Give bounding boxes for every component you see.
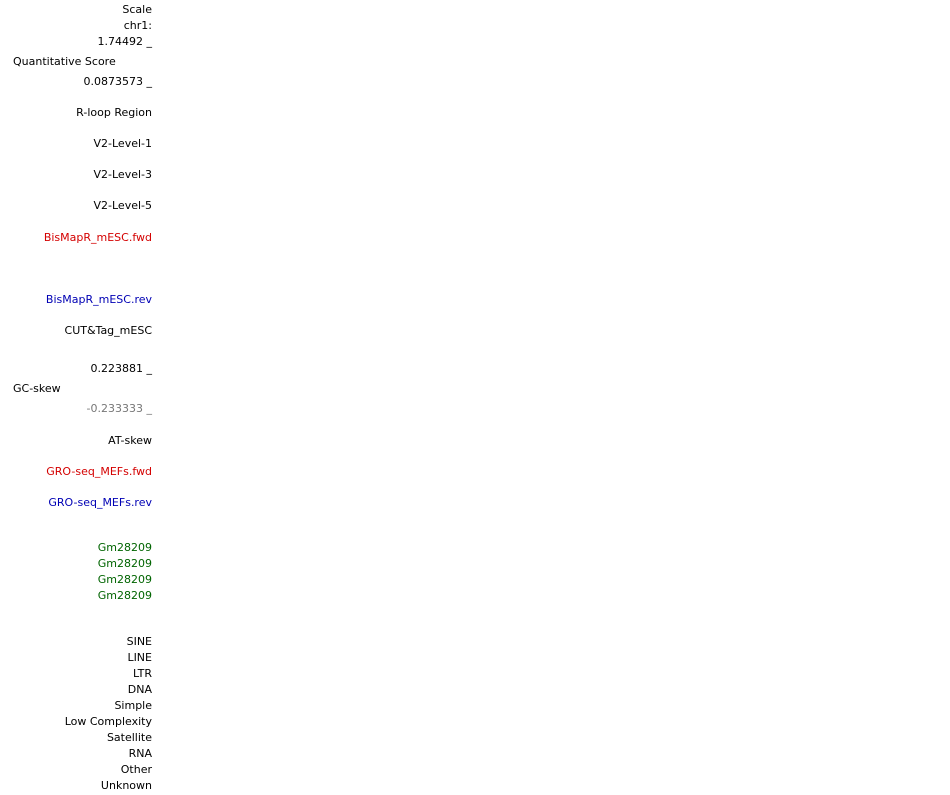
repeat-class-label: Simple [114, 699, 152, 712]
scale-label: Scale [122, 3, 152, 16]
quant-score-min: 0.0873573 _ [83, 75, 152, 88]
repeat-class-label: LTR [133, 667, 152, 680]
quant-score-max: 1.74492 _ [97, 35, 152, 48]
track-display-area[interactable] [160, 0, 950, 795]
track-label-at-skew[interactable]: AT-skew [108, 434, 152, 447]
track-label-v2-level-3[interactable]: V2-Level-3 [93, 168, 153, 181]
repeat-class-label: Low Complexity [64, 715, 152, 728]
gene-label[interactable]: Gm28209 [97, 589, 152, 602]
repeat-class-label: Unknown [100, 779, 152, 792]
track-label-rloop-region[interactable]: R-loop Region [76, 106, 152, 119]
repeat-class-label: LINE [127, 651, 152, 664]
track-label-quantitative-score[interactable]: Quantitative Score [13, 55, 116, 68]
gene-label[interactable]: Gm28209 [97, 573, 152, 586]
repeat-class-label: RNA [128, 747, 152, 760]
repeat-class-label: Satellite [106, 731, 152, 744]
gc-skew-max: 0.223881 _ [90, 362, 152, 375]
repeat-class-label: Other [120, 763, 152, 776]
track-label-v2-level-5[interactable]: V2-Level-5 [93, 199, 153, 212]
gene-label[interactable]: Gm28209 [97, 557, 152, 570]
track-label-gc-skew[interactable]: GC-skew [13, 382, 61, 395]
chrom-label: chr1: [123, 19, 152, 32]
repeat-class-label: DNA [127, 683, 152, 696]
track-label-v2-level-1[interactable]: V2-Level-1 [93, 137, 153, 150]
track-label-bismapr-fwd[interactable]: BisMapR_mESC.fwd [43, 231, 152, 244]
repeat-class-label: SINE [126, 635, 152, 648]
track-label-bismapr-rev[interactable]: BisMapR_mESC.rev [45, 293, 152, 306]
gc-skew-min: -0.233333 _ [86, 402, 152, 415]
track-label-cut-tag[interactable]: CUT&Tag_mESC [64, 324, 152, 337]
track-label-gro-seq-fwd[interactable]: GRO-seq_MEFs.fwd [46, 465, 152, 478]
gene-label[interactable]: Gm28209 [97, 541, 152, 554]
track-label-gro-seq-rev[interactable]: GRO-seq_MEFs.rev [48, 496, 152, 509]
